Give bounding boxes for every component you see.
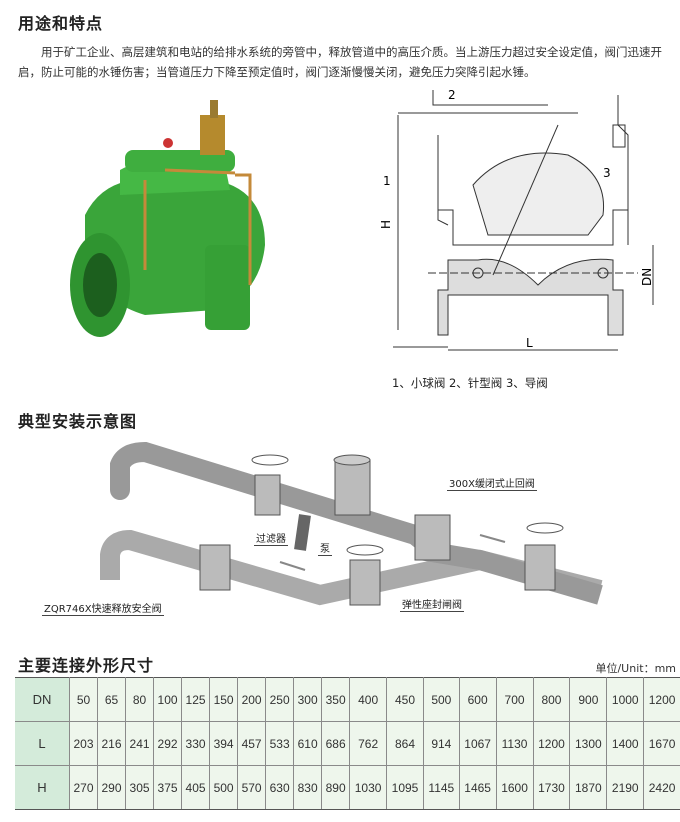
drawing-caption: 1、小球阀 2、针型阀 3、导阀 [392, 376, 548, 390]
label-check-valve: 300X缓闭式止回阀 [447, 475, 537, 491]
table-cell: 80 [125, 677, 155, 722]
table-cell: 500 [209, 765, 239, 810]
table-cell: 1600 [495, 765, 534, 810]
table-cell: 1130 [495, 721, 534, 766]
table-cell: 1400 [606, 721, 645, 766]
table-cell: 1730 [532, 765, 571, 810]
features-paragraph: 用于矿工企业、高层建筑和电站的给排水系统的旁管中，释放管道中的高压介质。当上游压… [18, 45, 662, 79]
table-cell: 203 [68, 721, 99, 766]
section-title-dimensions: 主要连接外形尺寸 [18, 656, 155, 675]
label-pilot-valve: 3 [603, 166, 611, 180]
label-filter: 过滤器 [254, 530, 288, 546]
table-cell: 2190 [606, 765, 645, 810]
table-cell: 1030 [349, 765, 388, 810]
table-cell: 2420 [643, 765, 680, 810]
table-cell: 50 [68, 677, 99, 722]
table-cell: 200 [237, 677, 267, 722]
label-needle-valve: 2 [448, 88, 456, 102]
valve-product-image [70, 100, 265, 337]
table-cell: 350 [321, 677, 351, 722]
valve-section-drawing: 2 1 3 H DN L [379, 88, 654, 351]
table-cell: 394 [209, 721, 239, 766]
row-header: L [15, 721, 70, 766]
table-cell: 457 [237, 721, 267, 766]
row-header: DN [15, 677, 70, 722]
table-cell: 150 [209, 677, 239, 722]
table-cell: 270 [68, 765, 99, 810]
table-cell: 570 [237, 765, 267, 810]
table-cell: 241 [125, 721, 155, 766]
table-cell: 1000 [606, 677, 645, 722]
table-cell: 1670 [643, 721, 680, 766]
table-cell: 610 [293, 721, 323, 766]
installation-diagram [100, 441, 603, 606]
label-dn: DN [640, 268, 654, 286]
label-relief-valve: ZQR746X快速释放安全阀 [42, 600, 164, 616]
unit-label: 单位/Unit：mm [595, 662, 676, 675]
table-cell: 250 [265, 677, 295, 722]
table-cell: 630 [265, 765, 295, 810]
table-cell: 216 [97, 721, 127, 766]
table-cell: 1465 [458, 765, 497, 810]
table-cell: 292 [153, 721, 183, 766]
table-cell: 300 [293, 677, 323, 722]
table-cell: 100 [153, 677, 183, 722]
table-cell: 405 [181, 765, 211, 810]
table-cell: 830 [293, 765, 323, 810]
table-cell: 600 [458, 677, 497, 722]
label-gate-valve: 弹性座封闸阀 [400, 596, 464, 612]
table-cell: 890 [321, 765, 351, 810]
table-cell: 1200 [532, 721, 571, 766]
table-cell: 864 [386, 721, 424, 766]
section-title-features: 用途和特点 [18, 14, 104, 33]
table-cell: 1095 [386, 765, 424, 810]
table-cell: 305 [125, 765, 155, 810]
table-cell: 1870 [569, 765, 608, 810]
table-cell: 65 [97, 677, 127, 722]
table-cell: 762 [349, 721, 388, 766]
table-cell: 700 [495, 677, 534, 722]
table-cell: 900 [569, 677, 608, 722]
section-title-installation: 典型安装示意图 [18, 412, 138, 431]
table-cell: 400 [349, 677, 388, 722]
table-cell: 1300 [569, 721, 608, 766]
row-header: H [15, 765, 70, 810]
table-cell: 450 [386, 677, 424, 722]
table-cell: 290 [97, 765, 127, 810]
table-cell: 1145 [422, 765, 460, 810]
table-cell: 533 [265, 721, 295, 766]
table-cell: 125 [181, 677, 211, 722]
label-h: H [379, 220, 393, 229]
table-cell: 800 [532, 677, 571, 722]
table-cell: 914 [422, 721, 460, 766]
table-cell: 375 [153, 765, 183, 810]
label-ball-valve: 1 [383, 174, 391, 188]
table-cell: 330 [181, 721, 211, 766]
label-l: L [526, 336, 533, 350]
table-cell: 1200 [643, 677, 680, 722]
table-cell: 1067 [458, 721, 497, 766]
label-pump: 泵 [318, 540, 332, 556]
table-cell: 500 [422, 677, 460, 722]
table-cell: 686 [321, 721, 351, 766]
